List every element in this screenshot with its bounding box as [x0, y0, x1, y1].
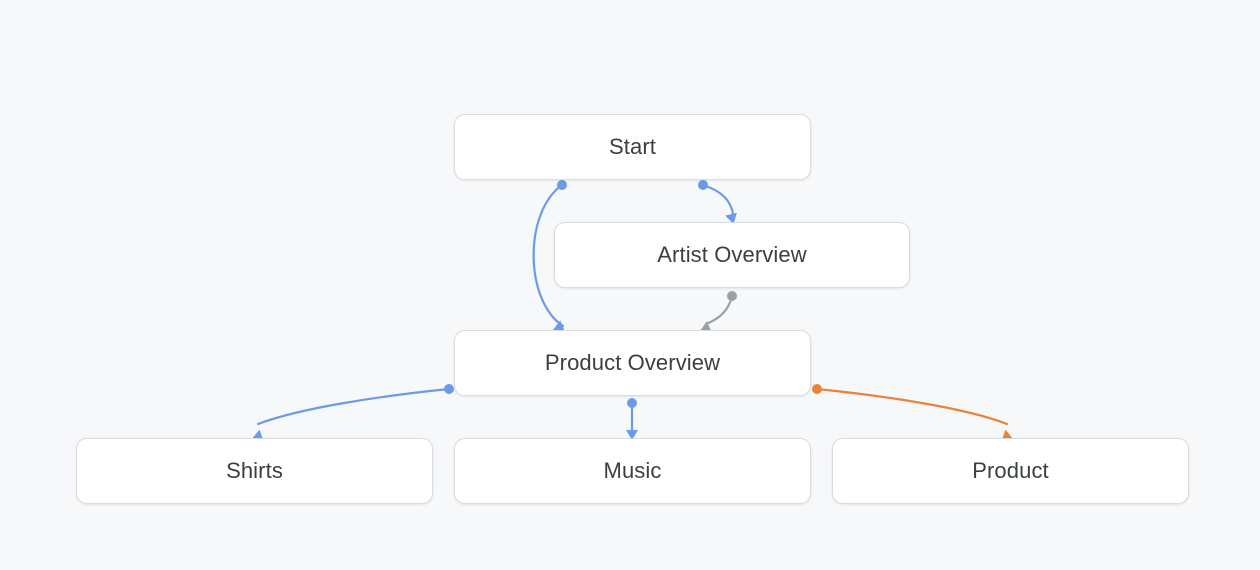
node-label: Artist Overview — [657, 242, 807, 267]
node-shirts[interactable]: Shirts — [76, 438, 433, 504]
edge-product-overview-to-music — [626, 398, 638, 440]
edge-source-dot — [627, 398, 637, 408]
node-label: Music — [603, 458, 662, 483]
node-product[interactable]: Product — [832, 438, 1189, 504]
node-artist-overview[interactable]: Artist Overview — [554, 222, 910, 288]
edge-path — [815, 387, 1009, 426]
edge-product-overview-to-shirts — [252, 384, 454, 441]
edge-path — [701, 183, 735, 216]
edge-path — [256, 387, 451, 426]
node-label: Shirts — [226, 458, 283, 483]
node-music[interactable]: Music — [454, 438, 811, 504]
edge-path — [704, 294, 734, 326]
edge-start-to-artist-overview — [698, 180, 737, 224]
node-label: Product — [972, 458, 1049, 483]
edge-source-dot — [444, 384, 454, 394]
node-label: Product Overview — [544, 350, 721, 375]
edge-source-dot — [812, 384, 822, 394]
edge-product-overview-to-product — [812, 384, 1013, 441]
node-start[interactable]: Start — [454, 114, 811, 180]
node-label: Start — [609, 134, 656, 159]
node-product-overview[interactable]: Product Overview — [454, 330, 811, 396]
edge-source-dot — [727, 291, 737, 301]
edge-source-dot — [698, 180, 708, 190]
edge-source-dot — [557, 180, 567, 190]
